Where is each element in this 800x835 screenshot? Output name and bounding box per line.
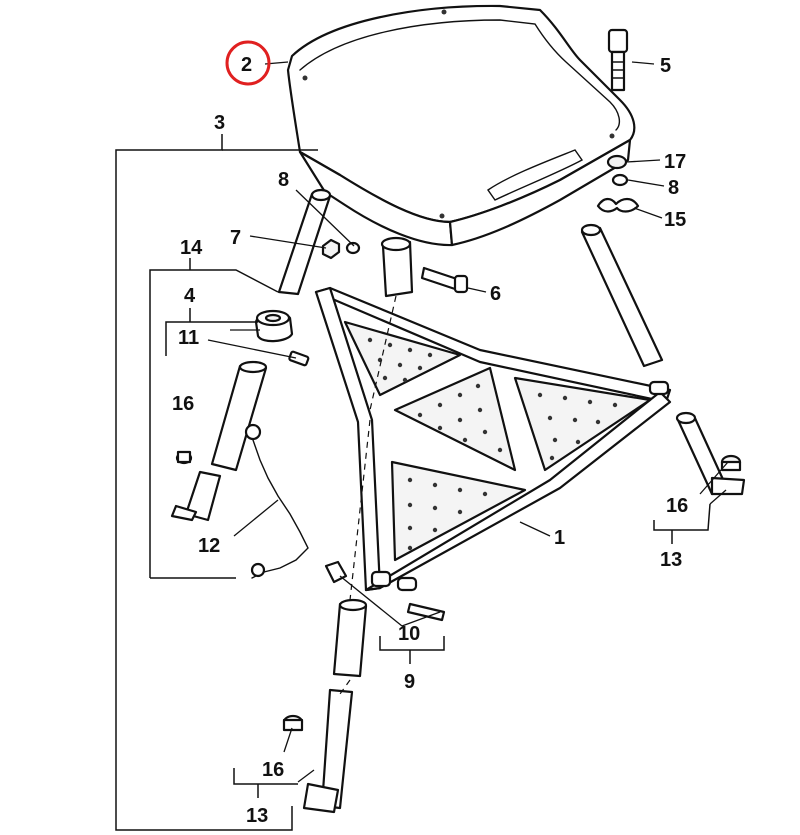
part-leg-tube-right <box>580 223 664 368</box>
part-bolt <box>607 28 629 92</box>
part-center-socket <box>380 236 414 298</box>
assembly-dash-lines <box>339 295 397 695</box>
callout-13-right[interactable]: 13 <box>660 549 682 571</box>
callout-12[interactable]: 12 <box>198 535 220 557</box>
callout-10[interactable]: 10 <box>398 623 420 645</box>
callout-2[interactable]: 2 <box>241 54 252 76</box>
part-bottom-leg-assembly <box>282 560 446 814</box>
callout-leaders <box>115 61 729 831</box>
callout-1[interactable]: 1 <box>554 527 565 549</box>
callout-17[interactable]: 17 <box>664 151 686 173</box>
callout-16-left[interactable]: 16 <box>172 393 194 415</box>
callout-16-bottom[interactable]: 16 <box>262 759 284 781</box>
part-left-nut-washer <box>321 238 361 260</box>
callout-labels: 2 3 5 17 8 15 8 7 14 6 4 11 16 12 1 16 1… <box>172 40 688 827</box>
part-clamp-collar <box>254 309 310 367</box>
highlight-circle <box>225 40 271 86</box>
callout-13-bottom[interactable]: 13 <box>246 805 268 827</box>
callout-9[interactable]: 9 <box>404 671 415 693</box>
callout-4[interactable]: 4 <box>184 285 196 307</box>
part-triangle-frame <box>314 286 672 592</box>
callout-6[interactable]: 6 <box>490 283 501 305</box>
callout-5[interactable]: 5 <box>660 55 671 77</box>
callout-14[interactable]: 14 <box>180 237 203 259</box>
part-right-leg-assembly <box>675 411 746 496</box>
part-left-leg-assembly <box>170 360 309 579</box>
part-tray-top <box>286 4 636 247</box>
part-side-bolt <box>420 266 469 294</box>
callout-16-right[interactable]: 16 <box>666 495 688 517</box>
callout-11[interactable]: 11 <box>178 327 199 349</box>
callout-8-left[interactable]: 8 <box>278 169 289 191</box>
callout-15[interactable]: 15 <box>664 209 686 231</box>
callout-8-right[interactable]: 8 <box>668 177 679 199</box>
callout-7[interactable]: 7 <box>230 227 241 249</box>
callout-3[interactable]: 3 <box>214 112 225 134</box>
